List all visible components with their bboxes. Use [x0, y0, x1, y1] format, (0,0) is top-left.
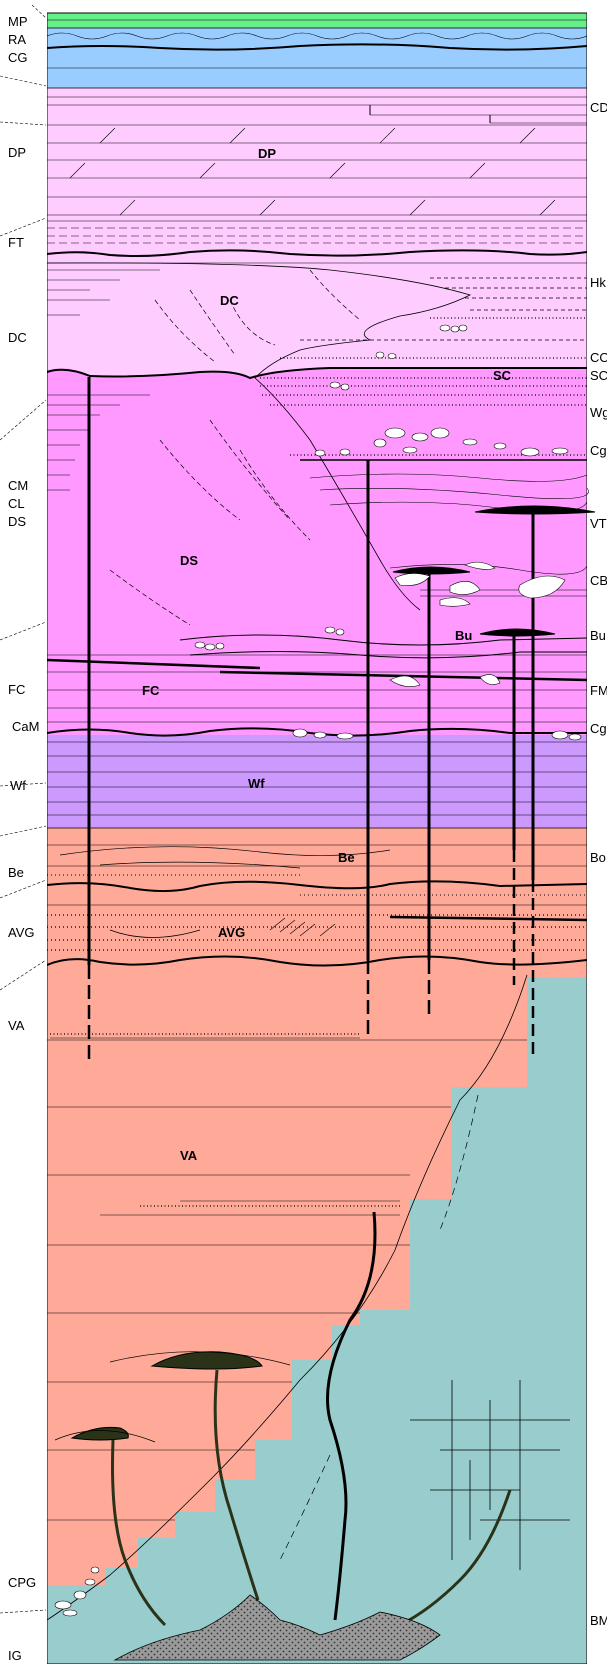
left-label-fc: FC	[8, 682, 25, 697]
left-label-wf: Wf	[10, 778, 26, 793]
layer-mp	[47, 13, 587, 28]
left-label-ft: FT	[8, 235, 24, 250]
feeders	[46, 377, 596, 1661]
left-leaders	[0, 4, 47, 1614]
right-label-cg2: Cg	[590, 721, 607, 736]
left-label-cam: CaM	[12, 719, 39, 734]
left-label-ds: DS	[8, 514, 26, 529]
left-label-cg: CG	[8, 50, 28, 65]
left-label-cm: CM	[8, 478, 28, 493]
unit-label-bu: Bu	[455, 628, 472, 643]
unit-label-ds: DS	[180, 553, 198, 568]
textures	[47, 127, 589, 1570]
left-label-be: Be	[8, 865, 24, 880]
left-label-dp: DP	[8, 145, 26, 160]
unit-labels: DP DC SC DS Bu FC Wf Be AVG VA	[142, 146, 512, 1163]
left-labels: MP RA CG DP FT DC CM CL DS FC CaM Wf Be …	[8, 14, 39, 1663]
right-label-cb: CB	[590, 573, 607, 588]
unit-label-fc: FC	[142, 683, 160, 698]
right-labels: CD Hk CO SC Wg Cg VT CB Bu FM Cg Bo BM	[590, 100, 607, 1628]
right-label-wg: Wg	[590, 405, 607, 420]
right-label-cd: CD	[590, 100, 607, 115]
right-label-cg1: Cg	[590, 443, 607, 458]
left-label-cpg: CPG	[8, 1575, 36, 1590]
unit-label-va: VA	[180, 1148, 198, 1163]
left-label-va: VA	[8, 1018, 25, 1033]
right-label-bo: Bo	[590, 850, 606, 865]
right-label-co: CO	[590, 350, 607, 365]
unit-label-be: Be	[338, 850, 355, 865]
right-label-bm: BM	[590, 1613, 607, 1628]
left-label-avg: AVG	[8, 925, 35, 940]
layer-wf	[47, 735, 587, 828]
layer-ra-cg	[47, 28, 587, 88]
right-label-fm: FM	[590, 683, 607, 698]
intrusion-ig	[113, 1594, 441, 1661]
layer-dp	[47, 88, 587, 263]
unit-label-sc: SC	[493, 368, 512, 383]
right-label-bu: Bu	[590, 628, 606, 643]
layers	[47, 13, 587, 1664]
right-label-sc: SC	[590, 368, 607, 383]
unit-label-avg: AVG	[218, 925, 245, 940]
right-label-vt: VT	[590, 516, 607, 531]
left-label-ig: IG	[8, 1648, 22, 1663]
left-label-ra: RA	[8, 32, 26, 47]
boundaries	[47, 12, 587, 1664]
left-label-dc: DC	[8, 330, 27, 345]
unit-label-wf: Wf	[248, 776, 265, 791]
unit-label-dc: DC	[220, 293, 239, 308]
left-label-cl: CL	[8, 496, 25, 511]
unit-label-dp: DP	[258, 146, 276, 161]
left-label-mp: MP	[8, 14, 28, 29]
right-label-hk: Hk	[590, 275, 606, 290]
